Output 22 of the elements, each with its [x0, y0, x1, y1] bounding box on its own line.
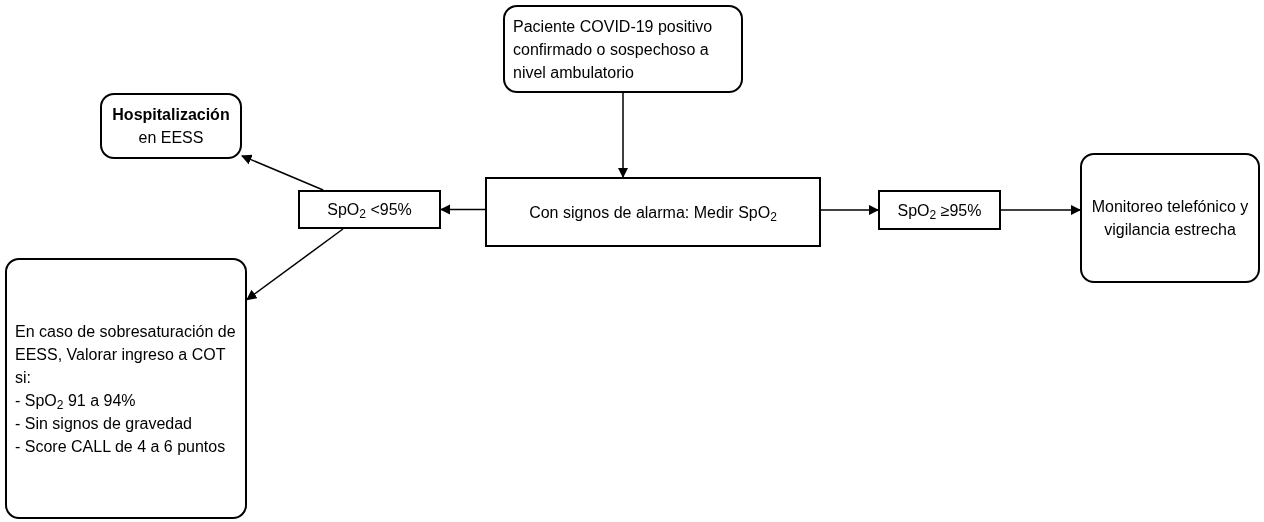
node-text: Hospitalización en EESS: [111, 105, 231, 148]
arrow: [246, 228, 344, 301]
process-box: [298, 190, 441, 229]
process-box: [878, 190, 1001, 230]
arrow: [820, 204, 880, 216]
rounded-box: [5, 258, 247, 519]
node-text: - SpO$_{2}$ 91 a 94%: [15, 390, 137, 412]
node-text: SpO$_{2}$ <95%: [326, 200, 413, 221]
node-text: - Sin signos de gravedad: [15, 413, 193, 434]
node-text: Paciente COVID-19 positivo confirmado o sospechoso a nivel ambulatorio: [513, 16, 714, 83]
node-text: Monitoreo telefónico y vigilancia estrecha: [1090, 197, 1250, 240]
rounded-box: [503, 5, 743, 93]
node-text: - Score CALL de 4 a 6 puntos: [15, 436, 227, 457]
node-text: En caso de sobresaturación de EESS, Valorar ingreso a COT si:: [15, 321, 237, 388]
rounded-box: [1080, 153, 1260, 283]
node-text: SpO$_{2}$ ≥95%: [896, 200, 983, 222]
process-box: [485, 177, 821, 247]
arrow: [241, 154, 324, 191]
node-text: Con signos de alarma: Medir SpO$_{2}$: [528, 202, 778, 224]
arrow: [1000, 204, 1082, 216]
rounded-box: [100, 93, 242, 159]
arrow: [617, 92, 629, 179]
